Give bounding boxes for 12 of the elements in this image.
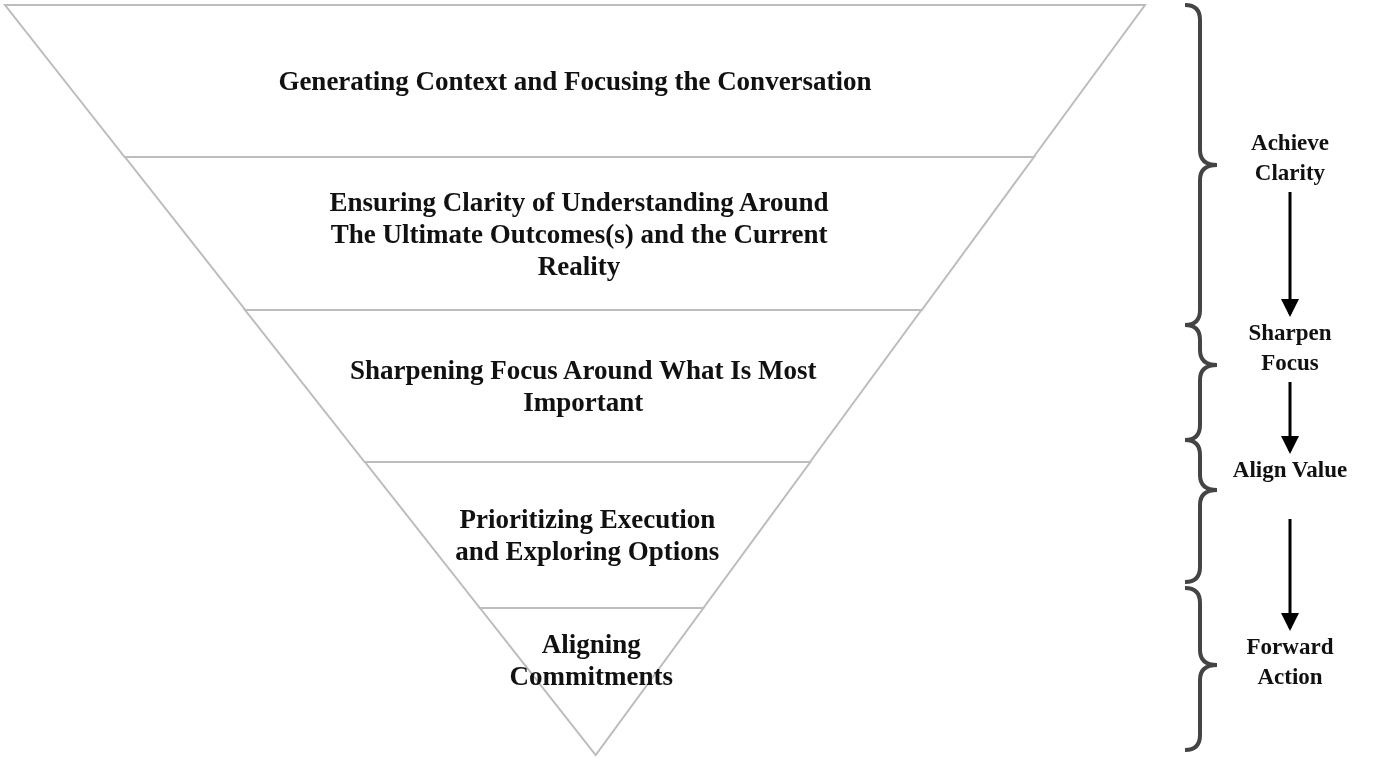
stage-text: Prioritizing Execution and Exploring Options (454, 503, 721, 567)
phase-label: Sharpen Focus (1230, 318, 1350, 378)
stage-text: Generating Context and Focusing the Conversation (277, 65, 873, 97)
stage-text: Sharpening Focus Around What Is Most Important (349, 354, 818, 418)
arrow (1281, 192, 1299, 317)
stage-text: Ensuring Clarity of Understanding Around The Ultimate Outcomes(s) and the Current Reality (328, 185, 830, 282)
phase-label: Forward Action (1230, 632, 1350, 692)
arrow (1281, 382, 1299, 454)
arrow (1281, 519, 1299, 631)
phase-label: Achieve Clarity (1230, 128, 1350, 188)
stage-text: Aligning Commitments (508, 628, 674, 693)
phase-label: Align Value (1230, 455, 1350, 515)
